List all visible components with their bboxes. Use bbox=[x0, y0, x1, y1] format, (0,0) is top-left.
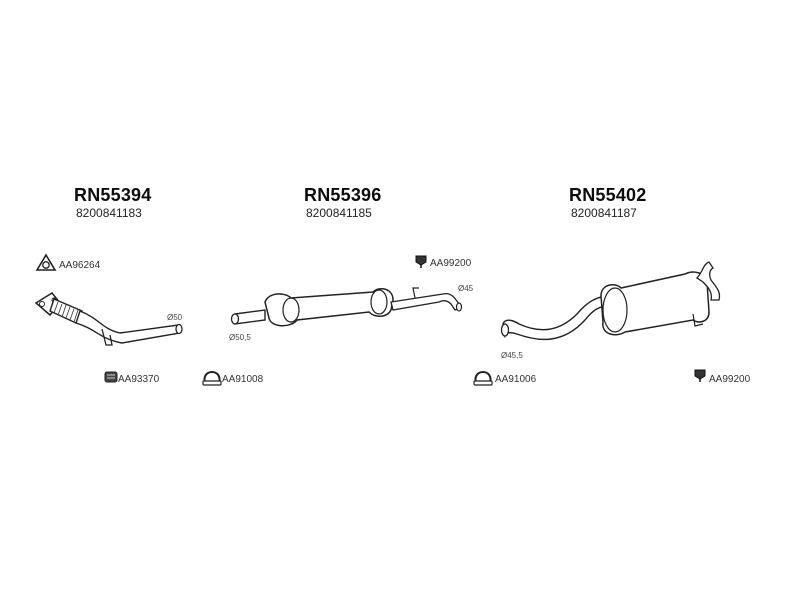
oem-number-middle-silencer: 8200841185 bbox=[306, 206, 372, 220]
part-code-rear-silencer: RN55402 bbox=[569, 185, 647, 205]
dimension-rear-inlet: Ø45,5 bbox=[501, 351, 523, 360]
oem-number-front-pipe: 8200841183 bbox=[76, 206, 142, 220]
clamp-label: AA91008 bbox=[222, 374, 264, 385]
rear-silencer-drawing bbox=[500, 261, 721, 341]
front-pipe-drawing bbox=[34, 292, 183, 346]
clamp-label: AA91006 bbox=[495, 374, 537, 385]
middle-silencer-drawing bbox=[230, 287, 463, 327]
dimension-middle-inlet: Ø50,5 bbox=[229, 333, 251, 342]
clamp-small-label: AA93370 bbox=[118, 374, 160, 385]
clamp-small-icon bbox=[104, 371, 118, 383]
dimension-front-pipe: Ø50 bbox=[167, 313, 183, 322]
dimension-middle-outlet: Ø45 bbox=[458, 284, 474, 293]
gasket-label: AA96264 bbox=[59, 260, 101, 271]
part-code-front-pipe: RN55394 bbox=[74, 185, 152, 205]
oem-number-rear-silencer: 8200841187 bbox=[571, 206, 637, 220]
rubber-mount-icon bbox=[694, 369, 706, 382]
rubber-mount-label: AA99200 bbox=[430, 258, 472, 269]
part-code-middle-silencer: RN55396 bbox=[304, 185, 382, 205]
rubber-mount-label: AA99200 bbox=[709, 374, 751, 385]
clamp-icon bbox=[202, 370, 222, 386]
clamp-icon bbox=[473, 370, 493, 386]
rubber-mount-icon bbox=[415, 255, 427, 268]
gasket-icon bbox=[35, 253, 57, 271]
